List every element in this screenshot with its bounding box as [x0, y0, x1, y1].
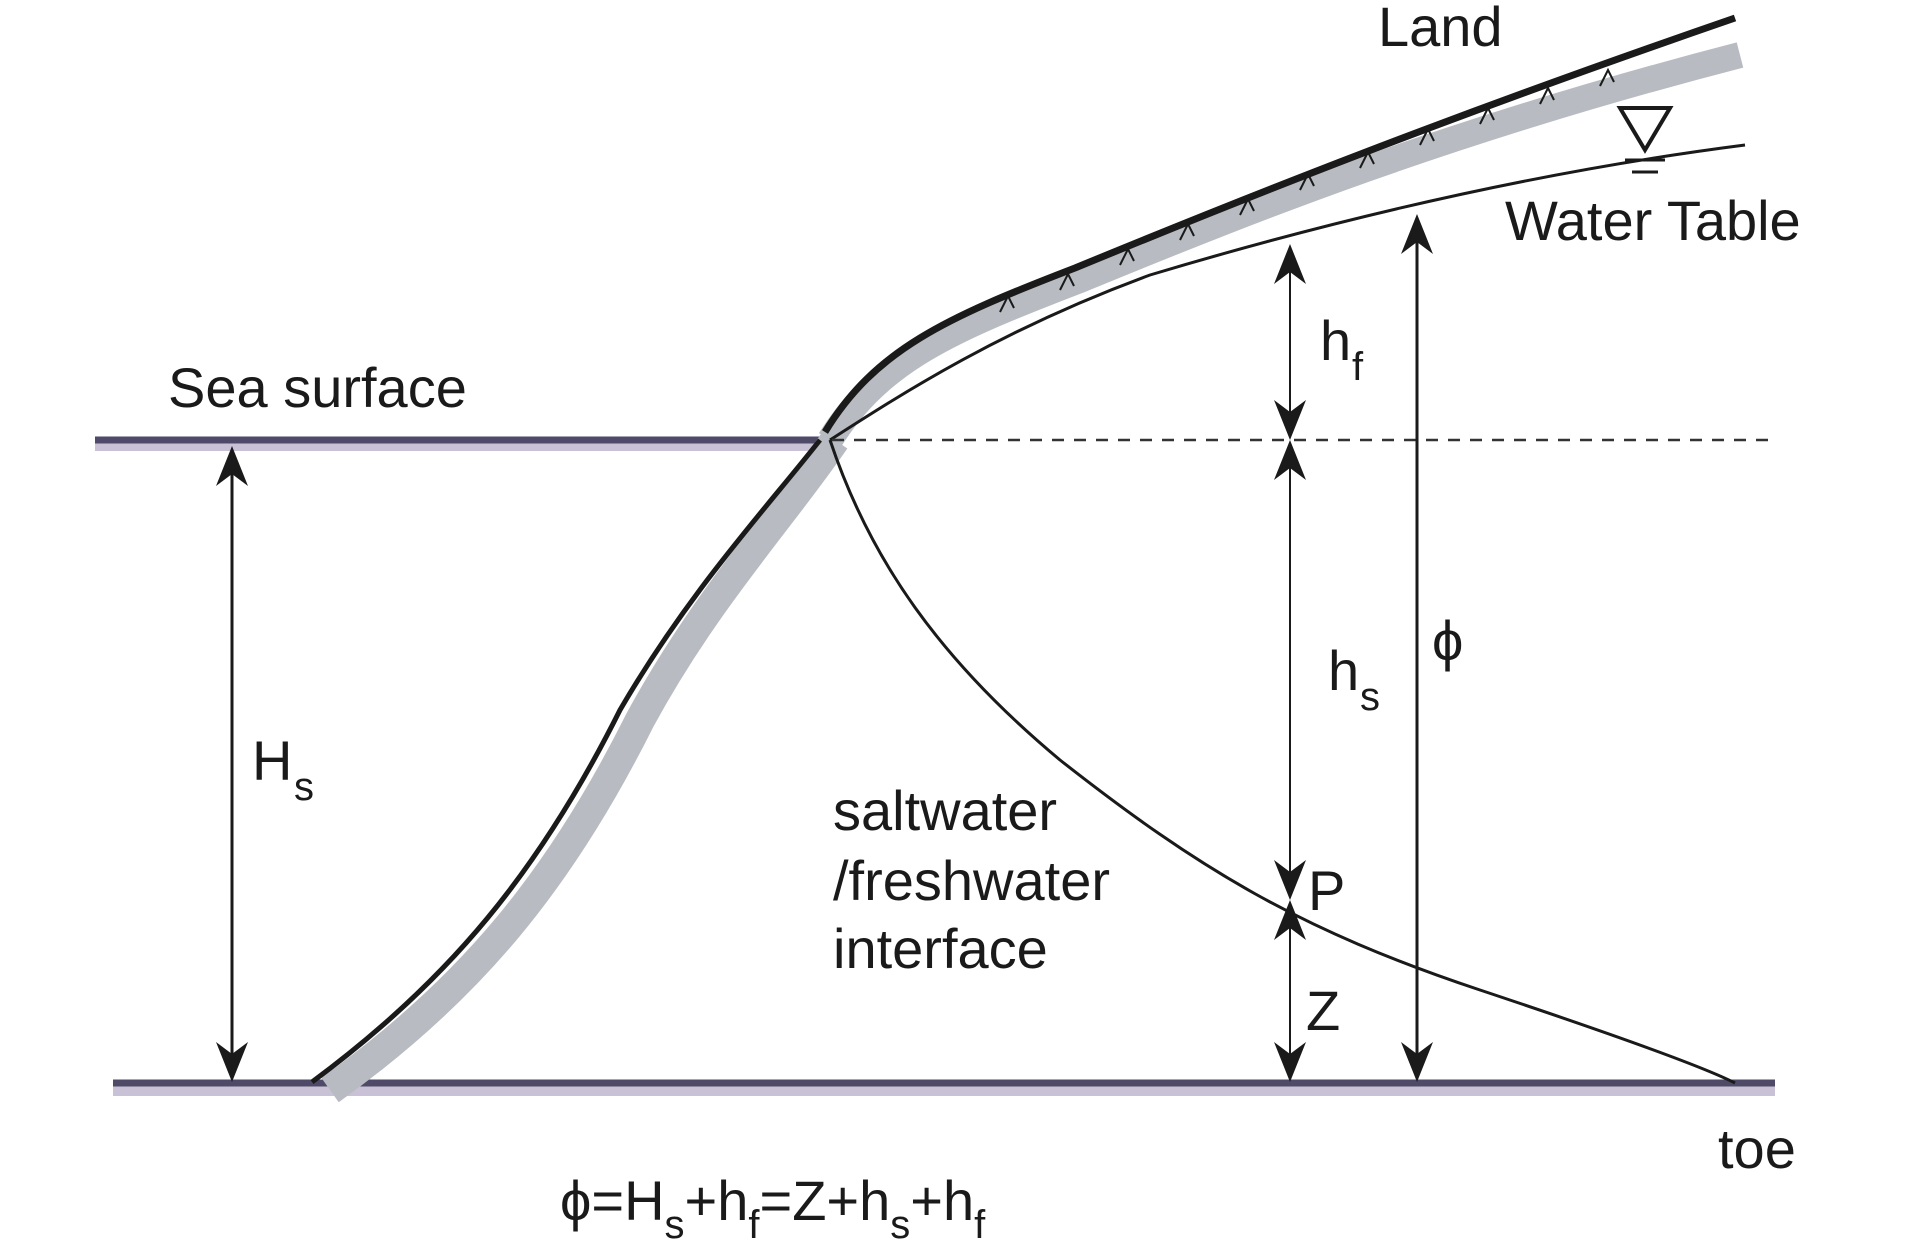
phi-label: ϕ — [1432, 609, 1463, 672]
hs-label-sub: s — [1360, 675, 1380, 719]
saltwater-freshwater-interface — [828, 439, 1736, 1085]
formula-text: ϕ=Hs+hf=Z+hs+hf — [560, 1169, 986, 1247]
Z-label: Z — [1306, 979, 1340, 1042]
hf-label: h f — [1320, 309, 1364, 389]
Hs-label-main: H — [252, 729, 292, 792]
formula-part-3: =Z+h — [760, 1169, 891, 1232]
formula-sub-3: s — [890, 1203, 910, 1247]
water-table-line — [829, 143, 1746, 442]
formula-sub-1: s — [665, 1203, 685, 1247]
formula-sub-4: f — [974, 1203, 986, 1247]
formula-part-4: +h — [910, 1169, 974, 1232]
Hs-label: H s — [252, 729, 314, 809]
water-table-symbol — [1616, 106, 1674, 174]
P-label: P — [1308, 859, 1345, 922]
formula: ϕ=Hs+hf=Z+hs+hf — [560, 1169, 986, 1247]
sea-surface-label: Sea surface — [168, 356, 467, 419]
water-table-label: Water Table — [1505, 189, 1801, 252]
hf-label-sub: f — [1352, 345, 1364, 389]
formula-part-1: ϕ=H — [560, 1169, 665, 1232]
interface-label-line1: saltwater — [833, 779, 1057, 842]
land-label: Land — [1378, 0, 1503, 58]
interface-label-line3: interface — [833, 917, 1048, 980]
sea-surface-line — [95, 436, 828, 451]
interface-label-line2: /freshwater — [833, 849, 1110, 912]
toe-label: toe — [1718, 1117, 1796, 1180]
land-surface — [818, 14, 1744, 447]
sea-floor-line — [113, 1079, 1775, 1096]
hs-label-main: h — [1328, 639, 1359, 702]
land-hatching — [999, 67, 1615, 313]
formula-part-2: +h — [685, 1169, 749, 1232]
interface-label: saltwater /freshwater interface — [833, 779, 1110, 980]
Hs-label-sub: s — [294, 765, 314, 809]
coastal-slope — [310, 431, 848, 1103]
hf-label-main: h — [1320, 309, 1351, 372]
hs-label: h s — [1328, 639, 1380, 719]
formula-sub-2: f — [748, 1203, 760, 1247]
